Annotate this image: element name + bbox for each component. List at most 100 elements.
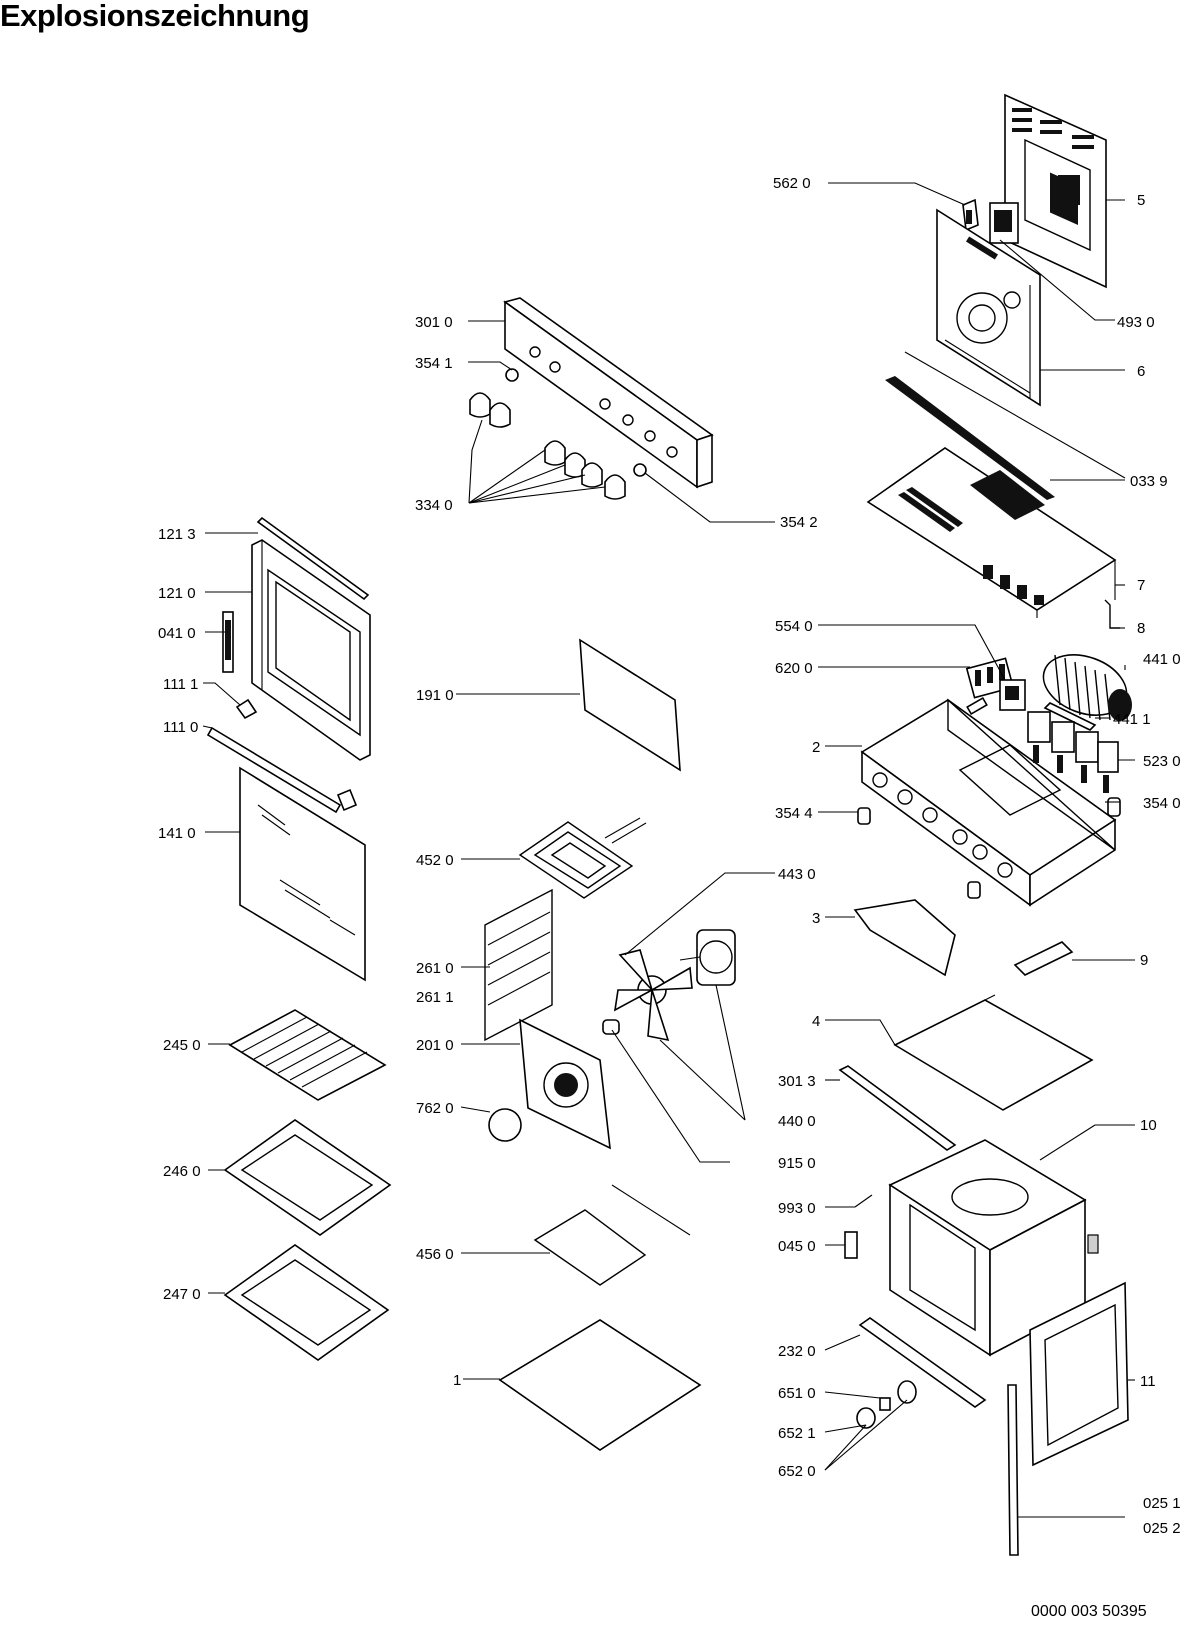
label-0450: 045 0 [778,1238,816,1255]
part-fan-motor [679,929,736,986]
part-fan-wall [936,208,1041,407]
label-2010: 201 0 [416,1037,454,1054]
label-9150: 915 0 [778,1155,816,1172]
part-lamp-3541 [505,368,647,477]
part-bottom-panel [498,1319,702,1451]
part-bracket-5620 [962,198,979,232]
label-4430: 443 0 [778,866,816,883]
part-oven-cavity [888,1139,1099,1357]
part-clip-0450 [844,1231,858,1259]
part-side-rails [484,888,553,1042]
part-switch-5540 [999,679,1026,711]
part-indicator-3540 [1107,797,1121,817]
part-glass-pane [239,766,366,982]
label-6521: 652 1 [778,1425,816,1442]
part-baking-tray [223,1119,392,1236]
part-fan-cover [519,1018,611,1150]
label-4410: 441 0 [1143,651,1181,668]
part-control-housing [860,698,1117,907]
document-id: 0000 003 50395 [1031,1603,1147,1620]
part-number-labels: 562 0 5 493 0 6 301 0 354 1 334 0 354 2 … [158,175,1181,1537]
label-1410: 141 0 [158,825,196,842]
label-1111: 111 1 [163,676,198,693]
label-0251: 025 1 [1143,1495,1181,1512]
label-3340: 334 0 [415,497,453,514]
part-rear-cover [1004,93,1107,289]
label-3541: 354 1 [415,355,453,372]
part-knobs [469,392,626,500]
label-5620: 562 0 [773,175,811,192]
label-0410: 041 0 [158,625,196,642]
label-4560: 456 0 [416,1246,454,1263]
label-2: 2 [812,739,820,756]
part-channel-9 [1013,941,1074,976]
label-10: 10 [1140,1117,1157,1134]
label-1910: 191 0 [416,687,454,704]
label-2460: 246 0 [163,1163,201,1180]
part-nut-9150 [602,1019,620,1035]
part-bottom-rail [858,1317,987,1408]
label-4400: 440 0 [778,1113,816,1130]
label-5: 5 [1137,192,1145,209]
label-4520: 452 0 [416,852,454,869]
leader-lines [202,182,1135,1518]
label-6510: 651 0 [778,1385,816,1402]
part-clip-8 [1104,599,1120,629]
label-2320: 232 0 [778,1343,816,1360]
label-5230: 523 0 [1143,753,1181,770]
label-1213: 121 3 [158,526,196,543]
part-mid-panel [893,994,1094,1111]
label-4411: 441 1 [1113,711,1151,728]
label-1110: 111 0 [163,719,198,736]
part-vertical-rail [1007,1384,1019,1556]
part-lower-element [533,1184,691,1286]
part-rod-10 [1039,1124,1096,1161]
part-lamp-3544 [857,807,981,899]
part-side-panel [1029,1281,1129,1467]
label-2610: 261 0 [416,960,454,977]
label-3013: 301 3 [778,1073,816,1090]
label-3540: 354 0 [1143,795,1181,812]
part-strip-0339 [885,351,1126,500]
part-bracket-3 [853,899,956,977]
label-1210: 121 0 [158,585,196,602]
label-3542: 354 2 [780,514,818,531]
label-7: 7 [1137,577,1145,594]
label-9930: 993 0 [778,1200,816,1217]
part-wire-shelf [228,1009,387,1101]
label-6200: 620 0 [775,660,813,677]
part-terminal-strip [1043,702,1097,731]
label-7620: 762 0 [416,1100,454,1117]
label-4: 4 [812,1013,820,1030]
label-6: 6 [1137,363,1145,380]
part-fan-blade [613,949,693,1042]
part-control-panel [503,297,714,489]
label-1: 1 [453,1372,461,1389]
label-5540: 554 0 [775,618,813,635]
label-0252: 025 2 [1143,1520,1181,1537]
label-2470: 247 0 [163,1286,201,1303]
part-deep-tray [223,1244,390,1361]
label-11: 11 [1140,1373,1156,1390]
part-door-seal [579,638,681,772]
part-handle [206,698,358,814]
part-oven-door [251,539,371,761]
part-screw-9930 [854,1194,873,1208]
part-thermostats [1027,711,1119,793]
page-title: Explosionszeichnung [0,0,310,33]
part-grill-element [518,817,647,899]
label-6520: 652 0 [778,1463,816,1480]
label-8: 8 [1137,620,1145,637]
label-4930: 493 0 [1117,314,1155,331]
part-knob-6510 [856,1380,917,1429]
part-door-top-trim [256,516,370,601]
label-3010: 301 0 [415,314,453,331]
label-2611: 261 1 [416,989,454,1006]
label-9: 9 [1140,952,1148,969]
part-tangential-fan [1042,654,1132,721]
part-top-cover [866,447,1117,618]
label-3: 3 [812,910,820,927]
part-rail-3013 [838,1065,957,1151]
part-hinge [222,611,234,673]
label-0339: 033 9 [1130,473,1168,490]
